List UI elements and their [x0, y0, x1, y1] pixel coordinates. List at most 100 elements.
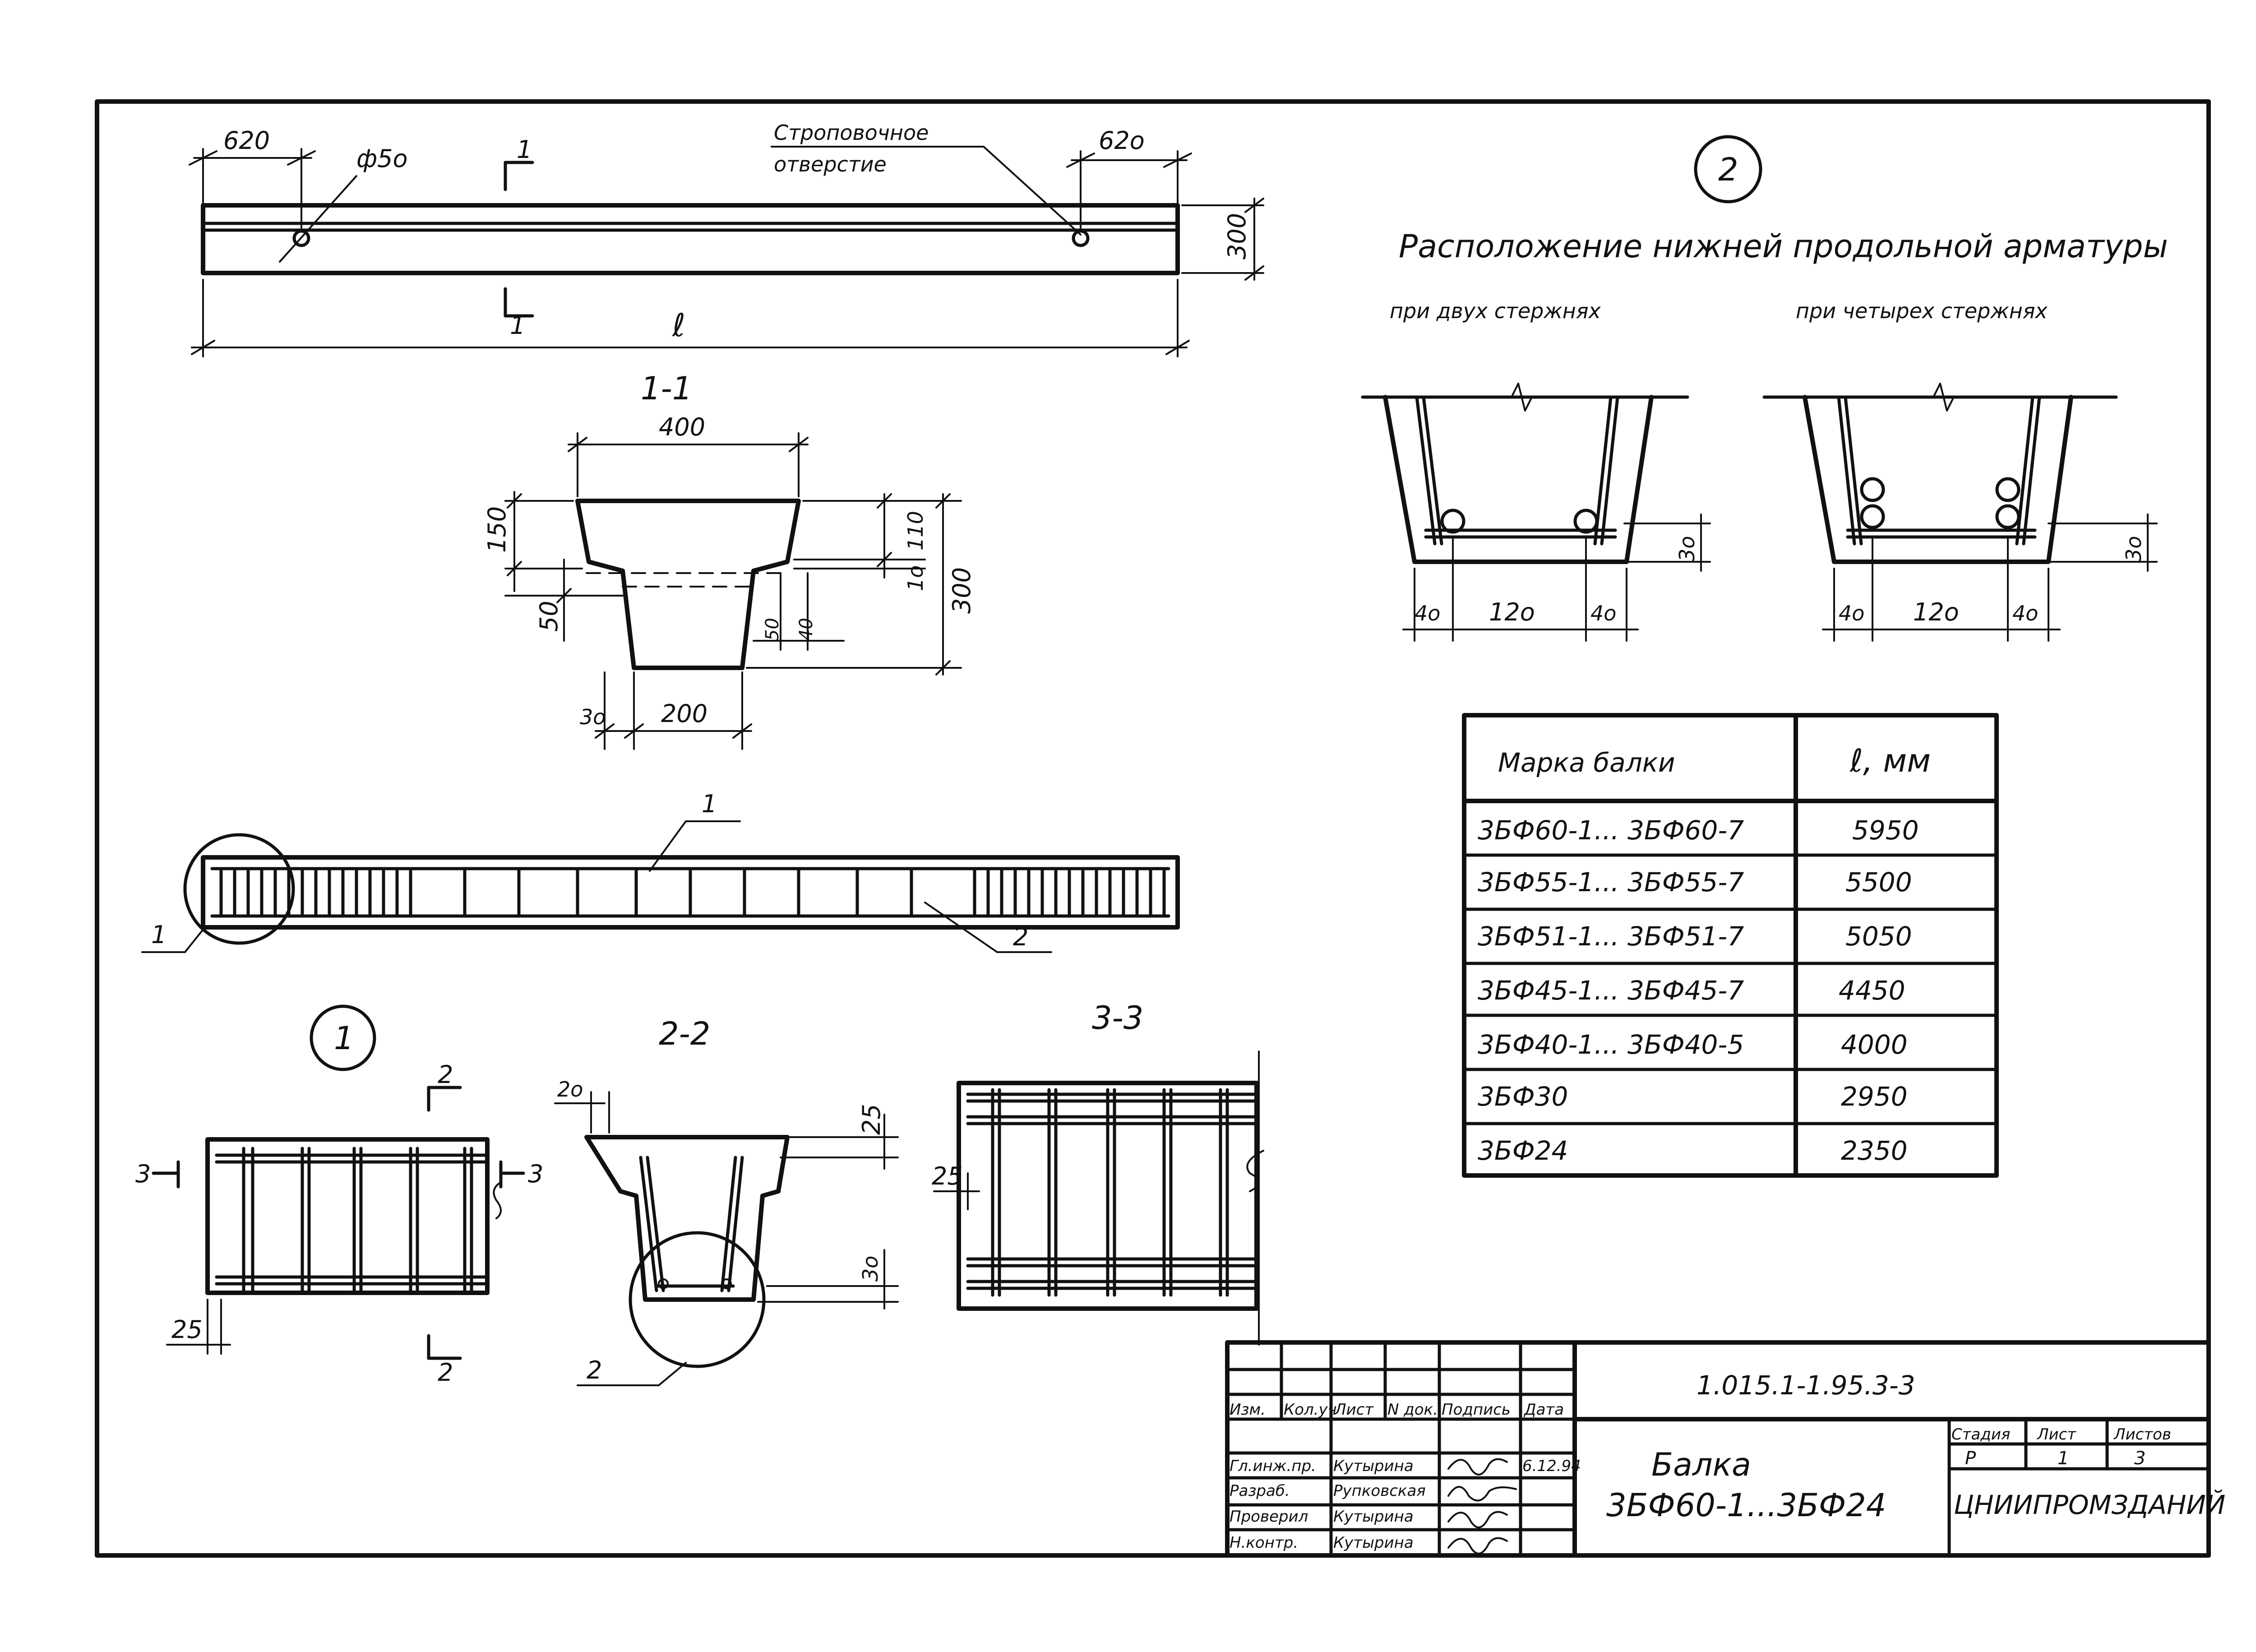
s22-dim-20: 2o: [557, 1077, 583, 1101]
lifting-hole-left: [292, 229, 310, 247]
section-2-2-title: 2-2: [659, 1015, 710, 1052]
staff-name: Кутырина: [1333, 1457, 1414, 1475]
detail-2-heading: Расположение нижней продольной арматуры: [1399, 228, 2168, 265]
title-line-2: 3БФ60-1...3БФ24: [1606, 1487, 1886, 1524]
sheets-header: Листов: [2113, 1425, 2171, 1444]
dim-150: 150: [483, 506, 511, 553]
table-row: 3БФ24 2350: [1478, 1135, 1908, 1166]
signature-mark: [1447, 1458, 1508, 1476]
detail-1-label-circle: [310, 1004, 376, 1071]
detail-2-number: 2: [1718, 151, 1738, 188]
col-header-ndok: N док.: [1387, 1401, 1438, 1419]
two-bar-dim-30: 3o: [1675, 536, 1699, 562]
table-row: 3БФ40-1... 3БФ40-5 4000: [1478, 1029, 1908, 1060]
title-block-frame: [1225, 1340, 2211, 1558]
four-bar-dim-120: 12o: [1913, 598, 1959, 626]
section-3-3-outline: [957, 1081, 1259, 1311]
four-bar-dim-40a: 4o: [1839, 601, 1864, 625]
four-bar-rebar-2: [1860, 504, 1885, 529]
title-line-1: Балка: [1651, 1446, 1751, 1483]
table-cell-len: 5500: [1845, 867, 1912, 898]
dim-50-small: 50: [762, 618, 783, 641]
section-2-2: 2-2 2o 25 3o 2: [554, 1015, 899, 1386]
lifting-hole-right: [1072, 229, 1090, 247]
table-row: 3БФ51-1... 3БФ51-7 5050: [1478, 921, 1912, 952]
two-bar-outline: [1383, 395, 1654, 564]
hole-label-2: отверстие: [774, 152, 887, 176]
staff-name: Рупковская: [1333, 1482, 1426, 1500]
signature-mark: [1447, 1511, 1508, 1528]
table-cell-mark: 3БФ30: [1478, 1081, 1568, 1112]
section-2-2-outline: [584, 1135, 790, 1302]
dim-10: 1o: [903, 565, 928, 591]
four-bar-rebar-3: [1995, 477, 2020, 502]
detail-2: 2 Расположение нижней продольной арматур…: [1361, 135, 2168, 642]
d1-section-2-top: 2: [438, 1060, 453, 1089]
col-header-izm: Изм.: [1230, 1401, 1266, 1419]
signature-mark: [1447, 1486, 1517, 1502]
detail-2-label-circle: [1694, 135, 1762, 204]
dim-400: 400: [659, 413, 705, 441]
four-bar-dim-30: 3o: [2122, 536, 2146, 562]
col-header-koluch: Кол.уч: [1284, 1401, 1337, 1419]
s22-dim-25: 25: [857, 1104, 886, 1135]
section-1-1-title: 1-1: [641, 370, 692, 407]
title-block: 1.015.1-1.95.3-3 Изм. Кол.уч Лист N док.…: [1225, 1340, 2225, 1558]
staff-row: Гл.инж.пр. Кутырина 6.12.94: [1230, 1457, 1581, 1476]
sheet-frame: [95, 99, 2211, 1558]
d1-section-3-right: 3: [528, 1160, 543, 1188]
table-cell-mark: 3БФ40-1... 3БФ40-5: [1478, 1029, 1744, 1060]
signature-mark: [1447, 1537, 1508, 1555]
detail-2-circle: [629, 1231, 766, 1368]
table-cell-len: 2950: [1841, 1081, 1908, 1112]
section-mark-top: 1: [517, 135, 532, 164]
dim-40-small: 40: [796, 618, 817, 641]
table-cell-mark: 3БФ51-1... 3БФ51-7: [1478, 921, 1744, 952]
d1-dim-25: 25: [171, 1315, 203, 1344]
hole-label-1: Строповочное: [774, 120, 929, 145]
dim-30: 3o: [580, 705, 606, 729]
table-row: 3БФ45-1... 3БФ45-7 4450: [1478, 975, 1905, 1006]
dim-200: 200: [661, 699, 707, 728]
col-header-data: Дата: [1523, 1401, 1564, 1419]
sheets-value: 3: [2134, 1448, 2145, 1469]
section-1-1: 1-1 400 3o 200 150 50: [483, 370, 976, 750]
detail-1-number: 1: [334, 1020, 354, 1057]
four-bar-rebar-4: [1995, 504, 2020, 529]
table-row: 3БФ30 2950: [1478, 1081, 1908, 1112]
section-3-3-title: 3-3: [1092, 1000, 1143, 1037]
d1-section-2-bottom: 2: [438, 1358, 453, 1387]
table-cell-len: 4450: [1839, 975, 1905, 1006]
org-name: ЦНИИПРОМЗДАНИЙ: [1954, 1489, 2225, 1520]
s33-dim-25: 25: [932, 1162, 963, 1190]
height-300: 300: [1223, 213, 1251, 259]
detail-2-sub-four: при четырех стержнях: [1796, 299, 2048, 323]
staff-role: Разраб.: [1230, 1482, 1290, 1500]
section-mark-bottom: 1: [510, 311, 525, 340]
table-cell-mark: 3БФ24: [1478, 1135, 1568, 1166]
dim-50-left: 50: [535, 601, 563, 632]
beam-table: Марка балки ℓ, мм 3БФ60-1... 3БФ60-7 595…: [1462, 713, 1999, 1178]
stage-value: Р: [1965, 1448, 1976, 1469]
table-cell-mark: 3БФ55-1... 3БФ55-7: [1478, 867, 1744, 898]
two-bar-rebar-right: [1573, 509, 1599, 534]
doc-code: 1.015.1-1.95.3-3: [1697, 1370, 1915, 1401]
dim-300: 300: [948, 567, 976, 614]
table-cell-len: 2350: [1841, 1135, 1908, 1166]
sheet-header: Лист: [2036, 1425, 2076, 1444]
staff-row: Разраб. Рупковская: [1230, 1482, 1517, 1502]
s22-dim-30: 3o: [858, 1256, 883, 1282]
plan-view: 620 62o ф5o Строповочное отверстие 1 1 3…: [189, 120, 1264, 357]
table-cell-mark: 3БФ45-1... 3БФ45-7: [1478, 975, 1744, 1006]
beam-plan-outline: [201, 203, 1180, 275]
staff-role: Гл.инж.пр.: [1230, 1457, 1316, 1475]
detail-1: 1 2 2 3 3 25: [135, 1004, 543, 1387]
staff-name: Кутырина: [1333, 1534, 1414, 1552]
d1-section-3-left: 3: [135, 1160, 151, 1188]
four-bar-rebar-1: [1860, 477, 1885, 502]
dim-110: 110: [903, 511, 928, 551]
elev-callout-2: 2: [1013, 923, 1028, 951]
staff-name: Кутырина: [1333, 1508, 1414, 1526]
staff-role: Проверил: [1230, 1508, 1308, 1526]
